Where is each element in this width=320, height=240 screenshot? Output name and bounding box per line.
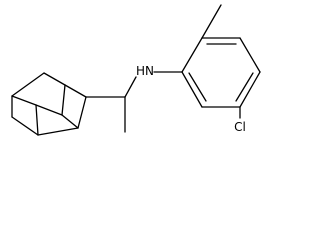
amine-label: HN: [136, 64, 154, 78]
bond: [11, 116, 39, 136]
bond: [64, 84, 87, 98]
bond: [239, 37, 261, 73]
adamantane-cage: [11, 72, 87, 136]
bond: [239, 71, 261, 108]
ethyl-linker: [85, 76, 137, 133]
bond: [35, 104, 39, 136]
bond: [61, 84, 66, 116]
bond: [43, 72, 66, 86]
bond: [124, 76, 137, 98]
methyl-bond: [201, 4, 222, 39]
bond: [11, 95, 37, 106]
chlorine-label: Cl: [234, 120, 246, 134]
bond: [35, 104, 63, 116]
double-bond-inner: [235, 72, 254, 102]
bond: [77, 96, 87, 129]
molecule-structure: HN Cl: [11, 4, 261, 136]
bond: [181, 71, 203, 108]
bond: [181, 37, 203, 73]
bond: [11, 72, 45, 97]
double-bond-inner: [188, 72, 207, 102]
bond: [61, 114, 79, 129]
benzene-ring: [181, 37, 261, 108]
bond: [37, 127, 79, 136]
